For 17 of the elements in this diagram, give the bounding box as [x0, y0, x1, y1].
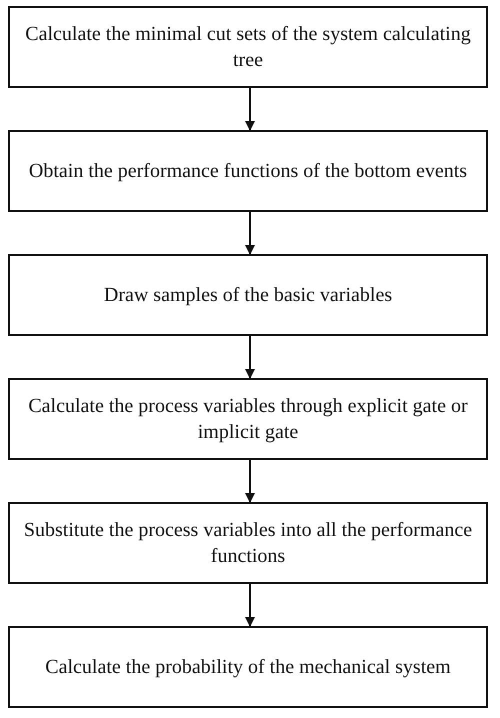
- arrow: [245, 336, 255, 379]
- process-box: [8, 130, 488, 212]
- process-box: [8, 378, 488, 460]
- step-text: Calculate the probability of the mechanical system: [45, 655, 451, 680]
- process-box: [8, 6, 488, 88]
- arrow: [245, 212, 255, 255]
- step-text: Obtain the performance functions of the bottom events: [28, 159, 468, 184]
- step-text: Substitute the process variables into all the performance functions: [22, 518, 474, 569]
- process-box: [8, 254, 488, 336]
- arrow: [245, 584, 255, 627]
- step-text: Draw samples of the basic variables: [104, 283, 392, 308]
- process-box: [8, 626, 488, 708]
- arrow: [245, 88, 255, 131]
- step-text: Calculate the process variables through explicit gate or implicit gate: [27, 394, 469, 445]
- process-box: [8, 502, 488, 584]
- step-text: Calculate the minimal cut sets of the system calculating tree: [24, 22, 472, 73]
- arrow: [245, 460, 255, 503]
